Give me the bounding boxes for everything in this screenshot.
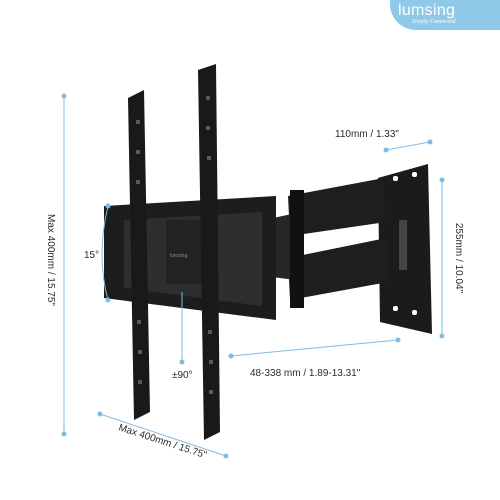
tv-bracket-frame: lumsing bbox=[104, 196, 276, 320]
vertical-rails bbox=[128, 64, 220, 440]
brand-name: lumsing bbox=[398, 2, 456, 19]
plate-width-label: 110mm / 1.33" bbox=[335, 129, 399, 140]
center-plate-text: lumsing bbox=[170, 253, 187, 259]
brand-logo: lumsing Simply Connected bbox=[390, 0, 500, 30]
vertical-vesa-label: Max 400mm / 15.75" bbox=[45, 214, 56, 306]
tilt-label: 15° bbox=[84, 250, 99, 261]
wall-plate bbox=[378, 164, 432, 334]
brand-tagline: Simply Connected bbox=[412, 19, 456, 25]
dimension-endpoints bbox=[61, 93, 445, 459]
plate-height-label: 255mm / 10.04" bbox=[453, 223, 464, 294]
extension-label: 48-338 mm / 1.89-13.31" bbox=[250, 368, 361, 379]
dimension-lines bbox=[63, 96, 443, 457]
swivel-label: ±90° bbox=[172, 370, 193, 381]
horizontal-vesa-label: Max 400mm / 15.75" bbox=[117, 422, 208, 461]
